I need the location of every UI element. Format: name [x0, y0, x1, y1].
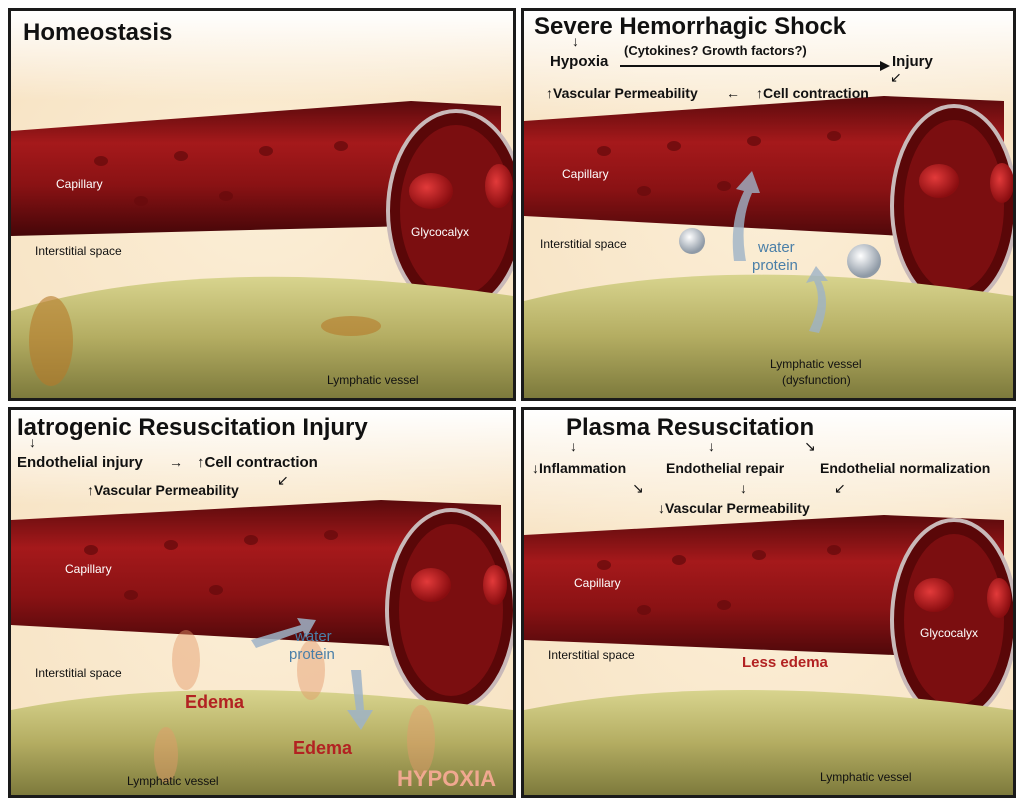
hypoxia-label: Hypoxia — [550, 53, 608, 70]
cell-contraction-label: ↑Cell contraction — [197, 454, 318, 471]
interstitial-space-label: Interstitial space — [540, 237, 627, 251]
glycocalyx-label: Glycocalyx — [920, 626, 978, 640]
protein-label: protein — [289, 646, 335, 663]
dysfunction-label: (dysfunction) — [782, 373, 851, 387]
down-left-arrow-icon: ↙ — [890, 69, 902, 86]
left-arrow-icon: ← — [726, 85, 740, 101]
protein-label: protein — [752, 257, 798, 274]
cell-contraction-label: ↑Cell contraction — [756, 85, 869, 101]
right-arrow-icon — [620, 61, 890, 71]
injury-label: Injury — [892, 53, 933, 70]
down-left-arrow-icon: ↙ — [277, 472, 289, 489]
panel-title: Plasma Resuscitation — [566, 414, 814, 442]
lymphatic-vessel-label: Lymphatic vessel — [820, 770, 912, 784]
edema-label-1: Edema — [185, 692, 244, 713]
cytokines-label: (Cytokines? Growth factors?) — [624, 43, 807, 58]
lymphatic-vessel-label: Lymphatic vessel — [327, 373, 419, 387]
down-right-arrow-icon: ↘ — [632, 480, 644, 497]
capillary-label: Capillary — [65, 562, 112, 576]
endothelial-repair-label: Endothelial repair — [666, 460, 784, 476]
interstitial-space-label: Interstitial space — [35, 244, 122, 258]
down-right-arrow-icon: ↘ — [804, 438, 816, 455]
panel-title: Iatrogenic Resuscitation Injury — [17, 414, 368, 442]
vascular-permeability-label: ↑Vascular Permeability — [87, 482, 239, 498]
down-arrow-icon: ↓ — [572, 33, 579, 49]
interstitial-space-label: Interstitial space — [35, 666, 122, 680]
water-label: water — [295, 628, 332, 645]
interstitial-space-label: Interstitial space — [548, 648, 635, 662]
panel-title: Homeostasis — [23, 19, 172, 47]
panel-severe-hemorrhagic-shock: Severe Hemorrhagic Shock ↓ Hypoxia (Cyto… — [521, 8, 1016, 401]
panel-iatrogenic-resuscitation-injury: Iatrogenic Resuscitation Injury ↓ Endoth… — [8, 407, 516, 798]
vascular-permeability-label: ↑Vascular Permeability — [546, 85, 698, 101]
down-arrow-icon: ↓ — [740, 480, 747, 496]
homeostasis-illustration — [11, 11, 513, 398]
panel-plasma-resuscitation: Plasma Resuscitation ↓ ↓ ↘ ↓Inflammation… — [521, 407, 1016, 798]
inflammation-label: ↓Inflammation — [532, 460, 626, 476]
down-arrow-icon: ↓ — [29, 434, 36, 450]
hypoxia-watermark: HYPOXIA — [397, 766, 496, 792]
right-arrow-icon: → — [169, 454, 183, 470]
lymphatic-vessel-label: Lymphatic vessel — [127, 774, 219, 788]
edema-label-2: Edema — [293, 738, 352, 759]
vascular-permeability-label: ↓Vascular Permeability — [658, 500, 810, 516]
capillary-label: Capillary — [574, 576, 621, 590]
down-arrow-icon: ↓ — [570, 438, 577, 454]
capillary-label: Capillary — [562, 167, 609, 181]
endothelial-normalization-label: Endothelial normalization — [820, 460, 990, 476]
endothelial-injury-label: Endothelial injury — [17, 454, 143, 471]
lymphatic-vessel-label: Lymphatic vessel — [770, 357, 862, 371]
down-arrow-icon: ↓ — [708, 438, 715, 454]
down-left-arrow-icon: ↙ — [834, 480, 846, 497]
water-label: water — [758, 239, 795, 256]
capillary-label: Capillary — [56, 177, 103, 191]
glycocalyx-label: Glycocalyx — [411, 225, 469, 239]
less-edema-label: Less edema — [742, 654, 828, 671]
panel-title: Severe Hemorrhagic Shock — [534, 13, 846, 41]
panel-homeostasis: Homeostasis Capillary Glycocalyx Interst… — [8, 8, 516, 401]
